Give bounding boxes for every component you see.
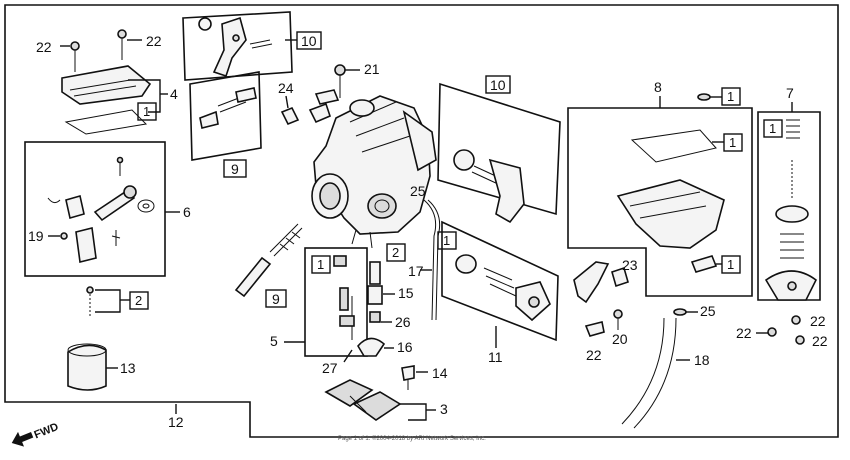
callout-9: 9 xyxy=(231,161,239,177)
drain-screw xyxy=(401,365,415,390)
callout-3: 3 xyxy=(440,401,448,417)
callout-22: 22 xyxy=(810,313,826,329)
accelerator-pump-parts xyxy=(455,254,551,322)
boxed-callout-2b xyxy=(386,243,406,262)
diagram-frame xyxy=(4,4,839,438)
callout-15: 15 xyxy=(398,285,414,301)
callout-20: 20 xyxy=(612,331,628,347)
boxed-callout-2-text: 2 xyxy=(392,245,399,260)
callout-16: 16 xyxy=(397,339,413,355)
boxed-callout-9 xyxy=(223,159,247,178)
boxed-callout-10b xyxy=(485,75,511,94)
callout-26: 26 xyxy=(395,314,411,330)
callout-22: 22 xyxy=(146,33,162,49)
callout-9: 9 xyxy=(272,291,280,307)
small-screws xyxy=(280,64,346,126)
callout-13: 13 xyxy=(120,360,136,376)
boxed-callout-1d xyxy=(721,87,741,106)
boxed-callout-1-text: 1 xyxy=(727,89,734,104)
callout-10: 10 xyxy=(490,77,506,93)
throttle-linkage-parts xyxy=(453,149,525,224)
air-cutoff-parts xyxy=(764,119,818,301)
boxed-callout-1c xyxy=(437,231,457,250)
callout-5: 5 xyxy=(270,333,278,349)
throttle-screw xyxy=(234,223,303,298)
float-chamber-box xyxy=(567,107,753,297)
callout-19: 19 xyxy=(28,228,44,244)
callout-10: 10 xyxy=(301,33,317,49)
boxed-callout-9b xyxy=(265,289,287,308)
accelerator-pump-cover xyxy=(67,344,107,391)
throttle-stop-box xyxy=(182,11,293,81)
jet-box xyxy=(304,247,368,357)
float-chamber-cover-group xyxy=(60,29,168,135)
callout-12: 12 xyxy=(168,414,184,430)
boxed-callout-1-text: 1 xyxy=(727,257,734,272)
pilot-screw-parts xyxy=(199,87,257,129)
callout-22: 22 xyxy=(812,333,828,349)
boxed-callout-1-text: 1 xyxy=(729,135,736,150)
pilot-screw-box xyxy=(189,71,262,161)
throttle-stop-parts xyxy=(198,16,273,78)
copyright-footer: Page 1 of 1. ©2004-2018 by ARI Network S… xyxy=(338,435,486,442)
accelerator-cover-group xyxy=(67,286,121,391)
tiny-screw xyxy=(697,93,711,101)
boxed-callout-1g xyxy=(763,119,783,138)
boxed-callout-1-text: 1 xyxy=(317,257,324,272)
callout-11: 11 xyxy=(488,349,503,365)
callout-7: 7 xyxy=(786,85,794,101)
boxed-callout-2-text: 2 xyxy=(135,293,142,308)
boxed-callout-1 xyxy=(137,102,157,121)
carburetor-body xyxy=(311,95,437,249)
float-chamber-parts xyxy=(616,129,725,273)
boxed-callout-1-text: 1 xyxy=(769,121,776,136)
link-arm-box xyxy=(24,141,166,277)
jet-parts xyxy=(333,255,355,340)
callout-25: 25 xyxy=(700,303,716,319)
boxed-callout-1b xyxy=(311,255,331,274)
choke-lever xyxy=(573,261,629,337)
callout-24: 24 xyxy=(278,80,294,96)
vent-tube xyxy=(423,199,437,321)
boxed-callout-1-text: 1 xyxy=(143,104,150,119)
callout-14: 14 xyxy=(432,365,448,381)
callout-6: 6 xyxy=(183,204,191,220)
valve-cover-screws xyxy=(767,315,805,345)
overflow-tube xyxy=(621,308,687,429)
callout-22: 22 xyxy=(36,39,52,55)
callout-22: 22 xyxy=(736,325,752,341)
callout-8: 8 xyxy=(654,79,662,95)
callout-18: 18 xyxy=(694,352,710,368)
callout-4: 4 xyxy=(170,86,178,102)
callout-23: 23 xyxy=(622,257,638,273)
needle-jet-parts xyxy=(357,261,386,357)
accelerator-pump-box xyxy=(441,220,559,342)
float xyxy=(324,379,402,421)
callout-25: 25 xyxy=(410,183,426,199)
callout-27: 27 xyxy=(322,360,338,376)
cover-gasket xyxy=(64,109,148,135)
throttle-linkage-box xyxy=(437,82,561,216)
forward-direction-indicator: FWD xyxy=(11,421,61,447)
callout-22: 22 xyxy=(586,347,602,363)
link-arm-parts xyxy=(47,156,155,263)
callout-17: 17 xyxy=(408,263,424,279)
callout-21: 21 xyxy=(364,61,380,77)
fwd-label: FWD xyxy=(33,421,61,442)
boxed-callout-1-text: 1 xyxy=(443,233,450,248)
air-cutoff-valve-box xyxy=(757,111,821,301)
chamber-gasket xyxy=(630,129,717,163)
